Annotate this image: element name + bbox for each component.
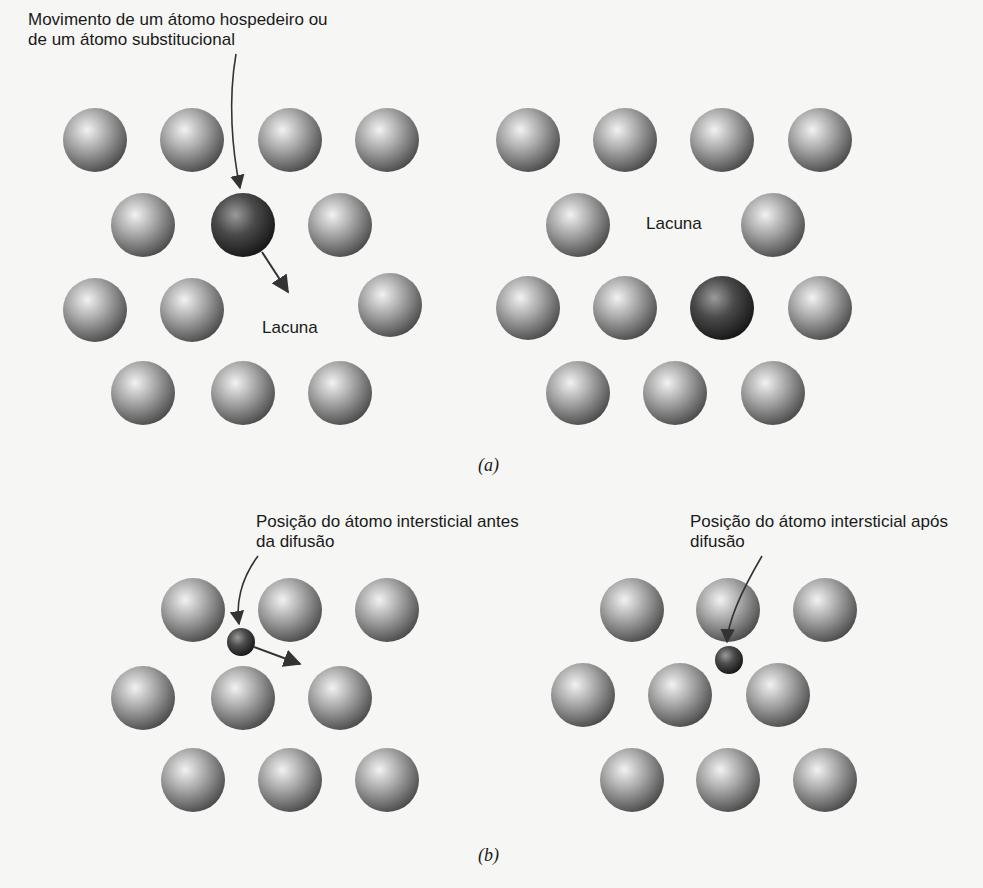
- host-atom: [593, 276, 657, 340]
- atoms-vacancy-before: [63, 108, 422, 425]
- jump-arrow: [262, 252, 288, 292]
- host-atom: [643, 361, 707, 425]
- host-atom: [355, 108, 419, 172]
- host-atom: [793, 578, 857, 642]
- host-atom: [258, 748, 322, 812]
- host-atom: [593, 108, 657, 172]
- caption-text: Posição do átomo intersticial após difus…: [690, 512, 975, 552]
- host-atom: [355, 748, 419, 812]
- host-atom: [746, 663, 810, 727]
- host-atom: [355, 578, 419, 642]
- host-atom: [160, 108, 224, 172]
- host-atom: [788, 276, 852, 340]
- interstitial-atom: [227, 628, 255, 656]
- host-atom: [788, 108, 852, 172]
- host-atom: [690, 108, 754, 172]
- part-label: (b): [478, 845, 518, 865]
- host-atom: [161, 578, 225, 642]
- part-label: (a): [478, 455, 518, 475]
- leader-line: [727, 556, 762, 642]
- moved-atom: [690, 276, 754, 340]
- vacancy-label: Lacuna: [262, 318, 352, 338]
- host-atom: [111, 361, 175, 425]
- interstitial-atom: [715, 646, 743, 674]
- host-atom: [741, 361, 805, 425]
- host-atom: [496, 276, 560, 340]
- host-atom: [160, 278, 224, 342]
- host-atom: [211, 361, 275, 425]
- jump-arrow: [254, 647, 300, 664]
- host-atom: [211, 666, 275, 730]
- leader-line: [238, 556, 258, 624]
- atoms-vacancy-after: [496, 108, 852, 425]
- host-atom: [63, 108, 127, 172]
- host-atom: [546, 193, 610, 257]
- host-atom: [648, 663, 712, 727]
- atoms-interstitial-after: [551, 578, 857, 812]
- host-atom: [258, 108, 322, 172]
- host-atom: [358, 273, 422, 337]
- host-atom: [63, 278, 127, 342]
- host-atom: [696, 748, 760, 812]
- caption-text: Posição do átomo intersticial antes da d…: [256, 512, 541, 552]
- host-atom: [111, 666, 175, 730]
- host-atom: [546, 361, 610, 425]
- moving-atom: [211, 193, 275, 257]
- host-atom: [600, 748, 664, 812]
- host-atom: [793, 748, 857, 812]
- host-atom: [161, 748, 225, 812]
- host-atom: [308, 666, 372, 730]
- host-atom: [308, 361, 372, 425]
- host-atom: [308, 193, 372, 257]
- host-atom: [111, 193, 175, 257]
- host-atom: [741, 193, 805, 257]
- host-atom: [551, 663, 615, 727]
- host-atom: [496, 108, 560, 172]
- atoms-interstitial-before: [111, 578, 419, 812]
- arrows: [232, 54, 762, 664]
- leader-line: [232, 54, 240, 188]
- caption-text: Movimento de um átomo hospedeiro ou de u…: [28, 10, 328, 50]
- host-atom: [600, 578, 664, 642]
- host-atom: [258, 578, 322, 642]
- vacancy-label: Lacuna: [646, 214, 736, 234]
